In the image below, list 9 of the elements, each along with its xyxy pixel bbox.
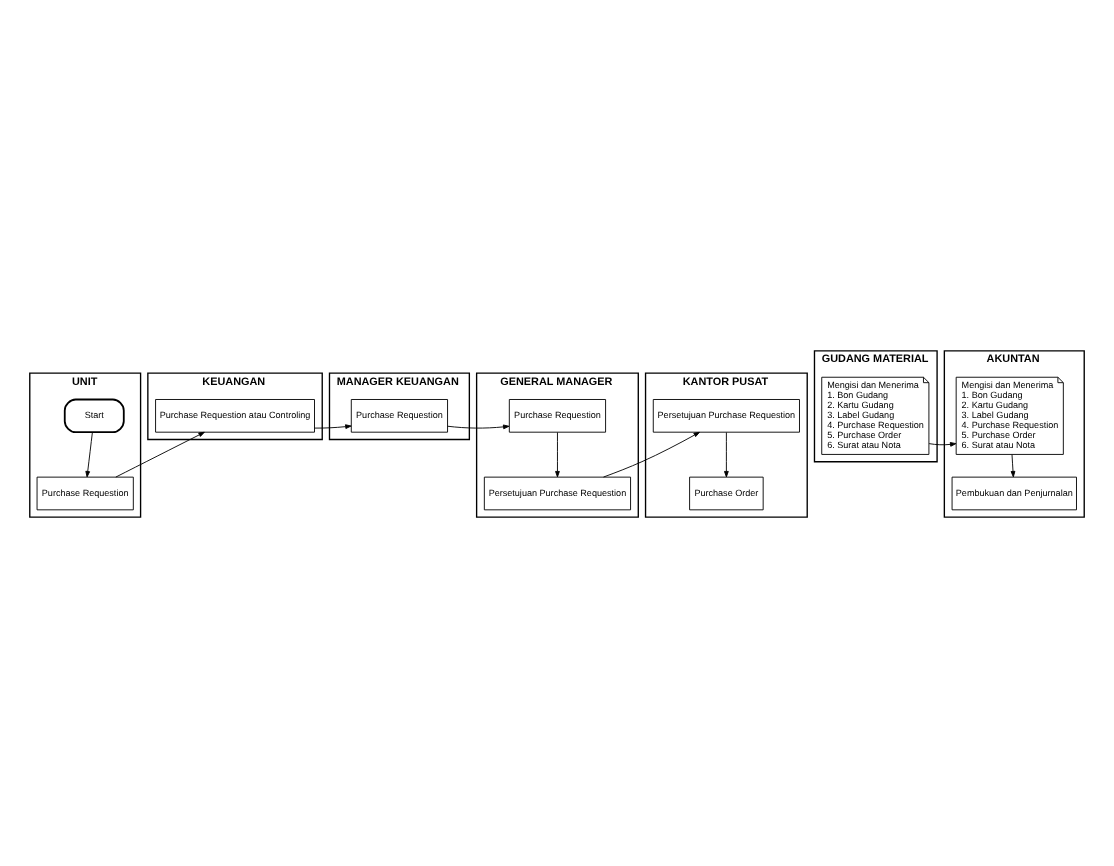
arrow — [1010, 453, 1016, 477]
arrow — [314, 423, 352, 428]
arrow — [85, 431, 93, 477]
arrow — [447, 423, 510, 429]
arrow — [724, 431, 729, 477]
arrow — [928, 441, 957, 446]
arrow — [555, 431, 560, 477]
arrow — [115, 430, 205, 477]
arrow — [603, 430, 700, 477]
